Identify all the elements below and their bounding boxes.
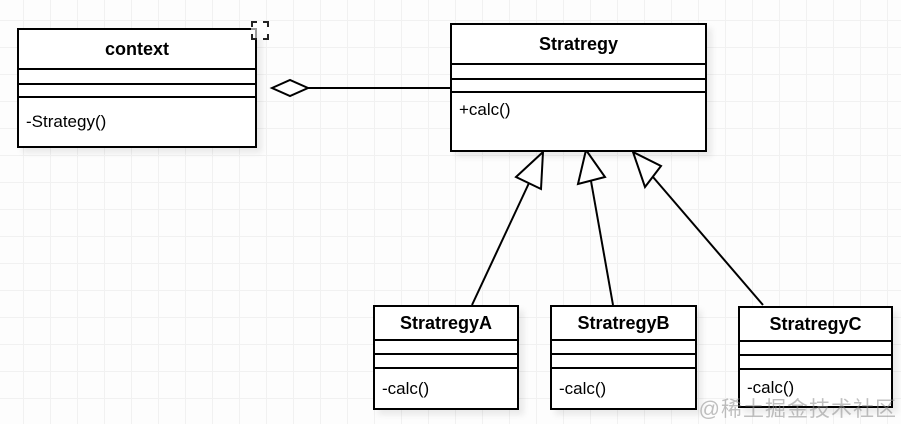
- class-strategy-c-title: StratregyC: [740, 308, 891, 342]
- inheritance-arrowhead-c-icon: [631, 150, 663, 190]
- selection-handle: [251, 21, 269, 40]
- watermark: @稀土掘金技术社区: [698, 398, 897, 421]
- class-strategy-c-methods-compartment: -calc(): [740, 370, 891, 406]
- class-strategy-c: StratregyC -calc(): [738, 306, 893, 408]
- class-strategy-b-title: StratregyB: [552, 307, 695, 341]
- class-strategy-b-attributes-compartment-2: [552, 355, 695, 369]
- class-context-attributes-compartment-2: [19, 85, 255, 98]
- class-context-methods-compartment: -Strategy(): [19, 98, 255, 146]
- class-strategy-a: StratregyA -calc(): [373, 305, 519, 410]
- inheritance-line-b: [590, 180, 614, 306]
- inheritance-connector-b: [576, 147, 614, 306]
- inheritance-connector-c: [631, 150, 764, 306]
- class-strategy-attributes-compartment: [452, 65, 705, 80]
- class-strategy-b: StratregyB -calc(): [550, 305, 697, 410]
- class-strategy-attributes-compartment-2: [452, 80, 705, 93]
- class-strategy-a-attributes-compartment: [375, 341, 517, 355]
- class-strategy-c-attributes-compartment-2: [740, 356, 891, 370]
- class-context-attributes-compartment: [19, 70, 255, 85]
- class-strategy-title: Stratregy: [452, 25, 705, 65]
- inheritance-arrowhead-b-icon: [576, 147, 607, 186]
- class-strategy-b-methods-compartment: -calc(): [552, 369, 695, 408]
- class-context-method: -Strategy(): [26, 112, 107, 131]
- class-strategy-a-method: -calc(): [382, 378, 430, 398]
- class-strategy: Stratregy +calc(): [450, 23, 707, 152]
- inheritance-line-a: [471, 182, 530, 306]
- class-strategy-method: +calc(): [459, 100, 511, 119]
- class-context-title: context: [19, 30, 255, 70]
- class-strategy-methods-compartment: +calc(): [452, 93, 705, 150]
- class-strategy-c-attributes-compartment: [740, 342, 891, 356]
- class-strategy-b-attributes-compartment: [552, 341, 695, 355]
- aggregation-diamond-icon: [269, 78, 311, 98]
- inheritance-arrowhead-a-icon: [514, 149, 545, 191]
- aggregation-connector: [269, 78, 450, 98]
- class-strategy-a-attributes-compartment-2: [375, 355, 517, 369]
- class-context: context -Strategy(): [17, 28, 257, 148]
- inheritance-line-c: [652, 176, 764, 306]
- class-strategy-a-title: StratregyA: [375, 307, 517, 341]
- class-strategy-b-method: -calc(): [559, 378, 607, 398]
- inheritance-connector-a: [471, 149, 545, 306]
- class-strategy-a-methods-compartment: -calc(): [375, 369, 517, 408]
- class-strategy-c-method: -calc(): [747, 378, 795, 397]
